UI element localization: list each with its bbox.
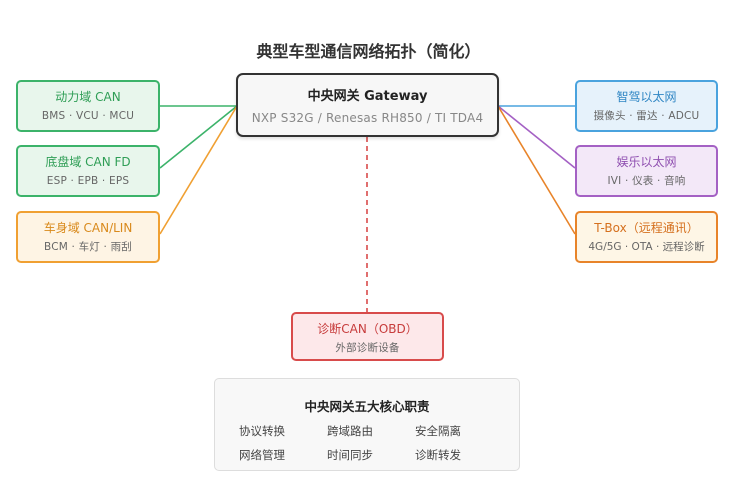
diagnostic-node[interactable]: 诊断CAN（OBD） 外部诊断设备 [291,312,444,361]
diagnostic-subtitle: 外部诊断设备 [335,342,400,354]
domain-members: BMS · VCU · MCU [41,110,135,122]
link-body [159,105,238,235]
domain-members: 摄像头 · 雷达 · ADCU [593,110,700,122]
domain-title: 车身域 CAN/LIN [43,221,133,235]
gateway-duties-panel: 中央网关五大核心职责 协议转换 跨域路由 安全隔离 网络管理 时间同步 诊断转发 [214,378,520,471]
duty-item: 网络管理 [239,448,285,462]
gateway-title: 中央网关 Gateway [307,89,428,104]
domain-title: 底盘域 CAN FD [45,155,131,169]
domain-members: ESP · EPB · EPS [46,175,130,187]
domain-node-adas[interactable]: 智驾以太网 摄像头 · 雷达 · ADCU [575,80,718,132]
duty-item: 诊断转发 [415,448,461,462]
gateway-subtitle: NXP S32G / Renesas RH850 / TI TDA4 [251,111,484,125]
diagnostic-title: 诊断CAN（OBD） [317,322,418,336]
link-infotainment [497,105,576,169]
duty-item: 时间同步 [327,448,373,462]
duty-item: 跨域路由 [327,424,373,438]
domain-title: 动力域 CAN [55,90,121,104]
domain-node-powertrain[interactable]: 动力域 CAN BMS · VCU · MCU [16,80,160,132]
diagram-title: 典型车型通信网络拓扑（简化） [256,42,481,61]
link-chassis [159,105,238,169]
domain-node-infotainment[interactable]: 娱乐以太网 IVI · 仪表 · 音响 [575,145,718,197]
duties-heading: 中央网关五大核心职责 [304,399,430,414]
domain-node-chassis[interactable]: 底盘域 CAN FD ESP · EPB · EPS [16,145,160,197]
domain-members: 4G/5G · OTA · 远程诊断 [588,241,705,253]
domain-node-body[interactable]: 车身域 CAN/LIN BCM · 车灯 · 雨刮 [16,211,160,263]
link-tbox [497,105,576,235]
domain-members: IVI · 仪表 · 音响 [607,175,686,187]
domain-title: 娱乐以太网 [616,155,677,169]
duty-item: 协议转换 [239,424,285,438]
duties-list: 协议转换 跨域路由 安全隔离 网络管理 时间同步 诊断转发 [239,424,509,463]
domain-title: T-Box（远程通讯） [594,221,699,235]
duty-item: 安全隔离 [415,424,461,438]
domain-members: BCM · 车灯 · 雨刮 [43,241,133,253]
domain-node-tbox[interactable]: T-Box（远程通讯） 4G/5G · OTA · 远程诊断 [575,211,718,263]
domain-title: 智驾以太网 [616,90,677,104]
gateway-node[interactable]: 中央网关 Gateway NXP S32G / Renesas RH850 / … [236,73,499,137]
